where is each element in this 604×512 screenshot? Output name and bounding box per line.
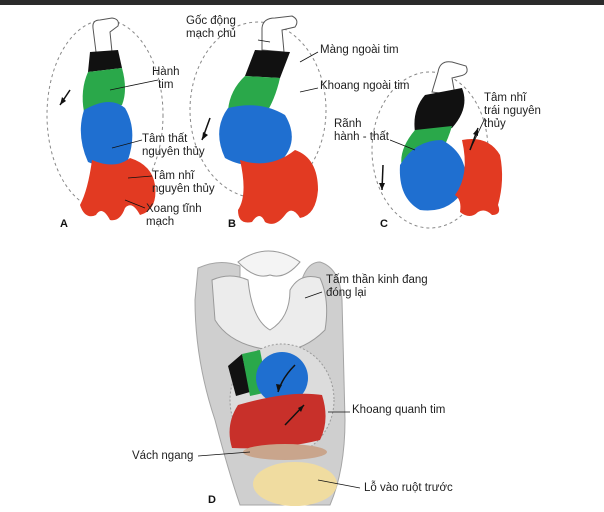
heart-b — [189, 15, 327, 224]
primitive-ventricle-a — [80, 101, 133, 167]
label-neural-plate: Tấm thần kinh đang đóng lại — [326, 274, 428, 299]
label-foregut-opening: Lỗ vào ruột trước — [364, 482, 453, 494]
primitive-atrium-b — [238, 150, 318, 224]
label-primitive-atrium: Tâm nhĩ nguyên thủy — [152, 170, 215, 195]
panel-label-d: D — [208, 494, 216, 506]
label-aortic-root: Gốc động mạch chủ — [186, 15, 236, 40]
truncus-arteriosus-a — [88, 50, 122, 72]
arrow-d-ventricle — [276, 384, 282, 392]
label-bulboventricular-sulcus: Rãnh hành - thất — [334, 118, 389, 143]
primitive-ventricle-b — [219, 105, 292, 166]
label-pericardium: Màng ngoài tim — [320, 44, 399, 56]
label-primitive-left-atrium: Tâm nhĩ trái nguyên thủy — [484, 92, 541, 130]
heart-c — [371, 61, 503, 229]
panel-label-a: A — [60, 218, 68, 230]
aortic-roots-a — [92, 17, 119, 53]
truncus-arteriosus-c — [414, 88, 465, 132]
bulbus-cordis-b — [228, 76, 280, 115]
neural-fold — [237, 250, 301, 277]
bulbus-cordis-a — [82, 68, 125, 112]
panel-label-b: B — [228, 218, 236, 230]
arrow-d-atrium — [298, 405, 304, 412]
arrow-a — [60, 97, 66, 105]
label-septum-transversum: Vách ngang — [132, 450, 194, 462]
label-primitive-ventricle: Tâm thất nguyên thủy — [142, 133, 205, 158]
panel-label-c: C — [380, 218, 388, 230]
arrow-c-down — [379, 183, 385, 190]
truncus-arteriosus-d — [228, 354, 250, 396]
primitive-atrium-a — [80, 158, 156, 221]
arrow-c-up — [473, 128, 478, 136]
primitive-ventricle-c — [399, 140, 466, 211]
label-pericardial-space: Khoang ngoài tim — [320, 80, 410, 92]
septum-transversum — [243, 444, 327, 460]
embryo-d — [194, 250, 361, 506]
foregut-opening — [253, 462, 337, 506]
label-pericardial-cavity: Khoang quanh tim — [352, 404, 446, 416]
aortic-roots-b — [261, 15, 298, 53]
left-atrium-c — [455, 139, 503, 216]
top-bar — [0, 0, 604, 5]
arrow-b — [202, 132, 208, 140]
aortic-roots-c — [431, 61, 468, 96]
label-sinus-venosus: Xoang tĩnh mạch — [146, 203, 202, 228]
truncus-arteriosus-b — [245, 50, 290, 78]
label-bulbus-cordis: Hành tim — [152, 66, 180, 91]
heart-a — [46, 17, 164, 221]
